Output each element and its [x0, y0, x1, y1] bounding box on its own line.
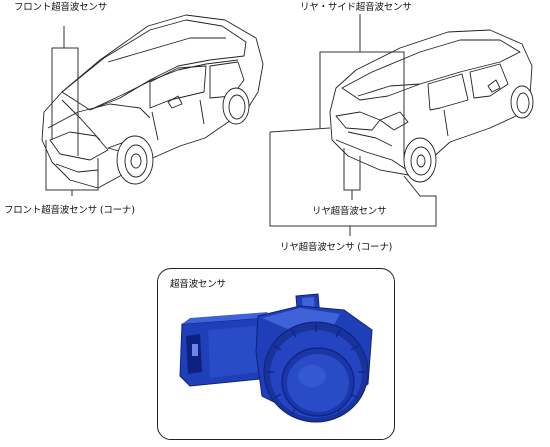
sensor-closeup-title: 超音波センサ: [170, 279, 226, 290]
rear-sensor-label: リヤ超音波センサ: [312, 206, 387, 217]
ultrasonic-sensor-illustration: [179, 293, 373, 423]
front-sensor-label: フロント超音波センサ: [14, 2, 108, 13]
rear-corner-sensor-label: リヤ超音波センサ (コーナ): [280, 242, 393, 253]
front-corner-sensor-label: フロント超音波センサ (コーナ): [4, 205, 135, 216]
car-front-view-illustration: [41, 14, 264, 189]
sensor-closeup-frame: 超音波センサ: [157, 268, 395, 440]
front-sensor-leader-lines: [45, 26, 99, 196]
rear-side-sensor-label: リヤ・サイド超音波センサ: [300, 2, 412, 13]
rear-sensor-leader-lines: [269, 14, 437, 236]
